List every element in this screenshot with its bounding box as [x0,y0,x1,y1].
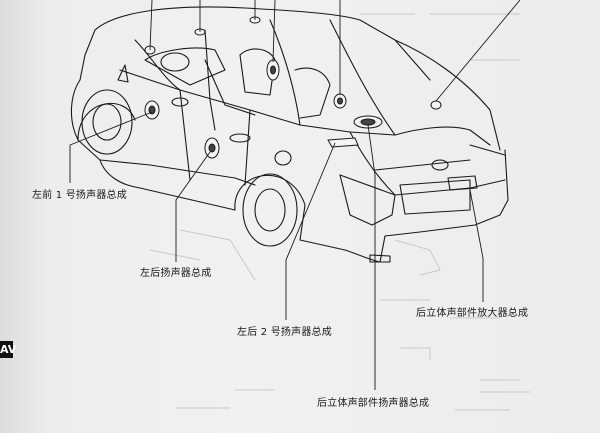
label-rear-stereo-speaker: 后立体声部件扬声器总成 [317,398,430,409]
speaker-left-rear-2 [327,137,359,148]
label-left-front-1-speaker: 左前 1 号扬声器总成 [32,190,127,201]
label-left-rear-speaker: 左后扬声器总成 [140,268,212,279]
speakers [144,16,442,159]
label-rear-stereo-amplifier: 后立体声部件放大器总成 [416,308,529,319]
car-body [70,6,509,263]
bleed-through-lines [149,13,530,411]
section-tab: AV [0,341,17,358]
label-left-rear-2-speaker: 左后 2 号扬声器总成 [237,327,332,338]
leader-lines [69,0,521,390]
speaker-rear-right [430,100,442,110]
